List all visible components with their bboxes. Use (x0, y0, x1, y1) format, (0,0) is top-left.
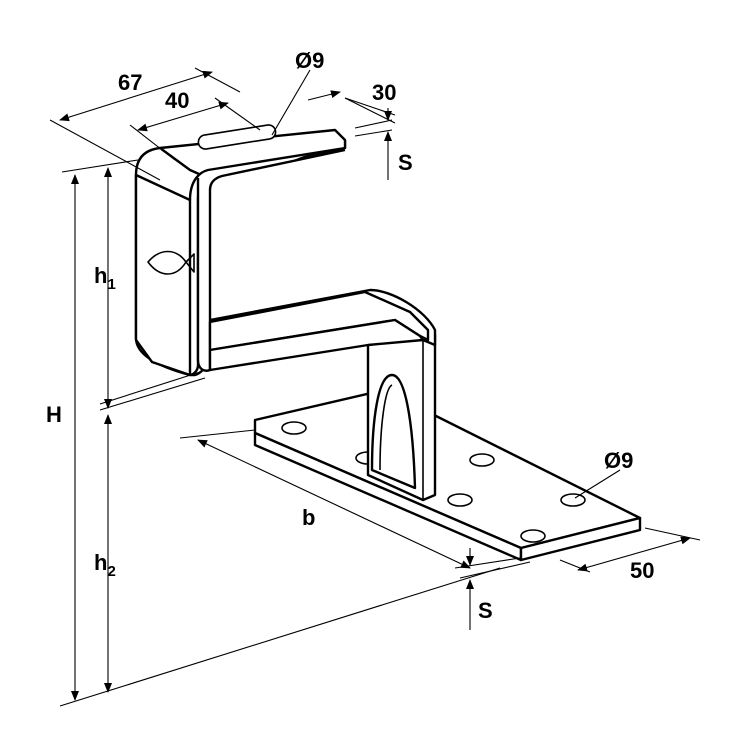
fish-logo-icon (147, 250, 195, 275)
dimension-h1 (99, 167, 206, 411)
label-slot-diameter: Ø9 (295, 48, 324, 73)
base-hole (281, 421, 307, 435)
base-hole (520, 529, 546, 543)
label-base-hole-diameter: Ø9 (604, 448, 633, 473)
dimension-67 (49, 67, 241, 181)
dimension-h (61, 159, 139, 701)
dimension-s-top (354, 108, 393, 180)
label-base-width: 50 (630, 558, 654, 583)
top-slot (197, 124, 277, 150)
base-hole (560, 493, 586, 507)
label-height-lower: h2 (94, 550, 116, 580)
label-thickness-base: S (478, 598, 493, 623)
hook-body (134, 124, 437, 377)
dimension-s-base (459, 548, 531, 630)
label-top-depth: 30 (372, 80, 396, 105)
label-width-inner: 40 (165, 88, 189, 113)
base-plate (253, 388, 642, 562)
dimension-b (179, 429, 521, 569)
dimension-40 (129, 97, 261, 161)
base-hole-leader (574, 469, 621, 499)
dimension-h2 (59, 414, 501, 707)
dimension-50 (559, 527, 701, 573)
label-width-outer: 67 (118, 70, 142, 95)
label-height-upper: h1 (94, 263, 116, 293)
base-hole (469, 453, 495, 467)
label-thickness-top: S (398, 150, 413, 175)
base-hole (447, 493, 473, 507)
label-base-length: b (302, 505, 315, 530)
label-height-total: H (46, 402, 62, 427)
vertical-stem (366, 333, 437, 502)
slot-leader (271, 69, 311, 136)
